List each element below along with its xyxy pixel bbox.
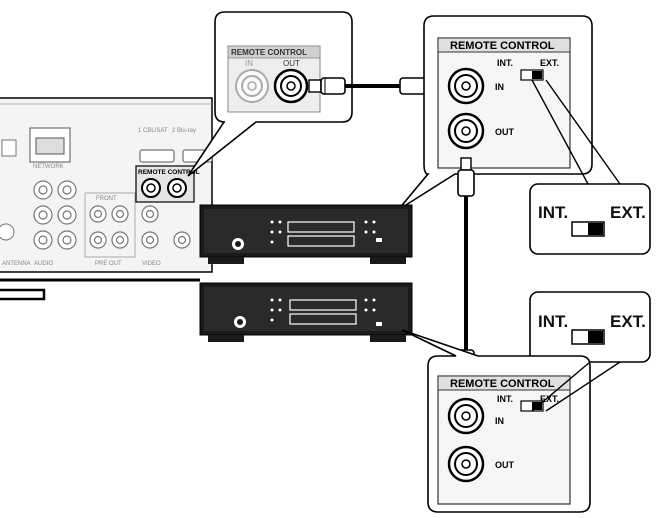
top-unit-out-jack[interactable] bbox=[447, 112, 485, 150]
top-unit-in-jack[interactable] bbox=[447, 67, 485, 105]
receiver-zoom-title: REMOTE CONTROL bbox=[231, 48, 307, 57]
receiver-zoom-in-label: IN bbox=[245, 59, 253, 68]
cable-receiver-to-top-unit bbox=[308, 77, 443, 95]
top-unit-in-label: IN bbox=[495, 82, 504, 92]
network-label: NETWORK bbox=[33, 164, 64, 170]
hdmi-label-2: 2 Blu-ray bbox=[172, 128, 196, 134]
bottom-switch-ext-label: EXT. bbox=[610, 312, 646, 331]
bottom-switch-int-label: INT. bbox=[538, 312, 568, 331]
bottom-unit-out-label: OUT bbox=[495, 460, 515, 470]
bottom-unit-zoom-title: REMOTE CONTROL bbox=[450, 378, 555, 390]
top-unit-int-label: INT. bbox=[497, 58, 513, 68]
receiver-remote-label: REMOTE CONTROL bbox=[138, 169, 200, 176]
receiver-zoom-callout: REMOTE CONTROL IN OUT bbox=[187, 11, 353, 177]
top-switch-int-label: INT. bbox=[538, 203, 568, 222]
bottom-switch-toggle[interactable] bbox=[571, 329, 605, 345]
top-switch-ext-label: EXT. bbox=[610, 203, 646, 222]
antenna-label: ANTENNA bbox=[2, 261, 31, 267]
top-unit-out-label: OUT bbox=[495, 127, 515, 137]
receiver-zoom-out-label: OUT bbox=[283, 59, 300, 68]
bottom-unit-ext-label: EXT. bbox=[540, 394, 559, 404]
bottom-unit-switch[interactable] bbox=[520, 400, 544, 412]
receiver-zoom-out-jack[interactable] bbox=[273, 68, 309, 104]
bottom-unit-out-jack[interactable] bbox=[447, 445, 485, 483]
top-switch-zoom-callout: INT. EXT. bbox=[529, 79, 651, 255]
video-label: VIDEO bbox=[142, 261, 161, 267]
bottom-unit-zoom-callout: REMOTE CONTROL INT. EXT. IN OUT bbox=[401, 329, 621, 513]
receiver-rear-panel: NETWORK 1 CBL/SAT 2 Blu-ray FRONT PRE OU… bbox=[0, 97, 213, 301]
top-unit-zoom-callout: REMOTE CONTROL INT. EXT. IN OUT bbox=[397, 15, 593, 211]
receiver-zoom-in-jack[interactable] bbox=[235, 69, 269, 103]
top-unit-switch[interactable] bbox=[520, 69, 544, 81]
component-unit-1 bbox=[199, 204, 413, 264]
hdmi-label-1: 1 CBL/SAT bbox=[138, 128, 168, 134]
pre-out-label: PRE OUT bbox=[95, 261, 122, 267]
component-unit-2 bbox=[199, 282, 413, 342]
bottom-switch-zoom-callout: INT. EXT. bbox=[529, 291, 651, 363]
top-switch-toggle[interactable] bbox=[571, 221, 605, 237]
bottom-unit-int-label: INT. bbox=[497, 394, 513, 404]
top-unit-zoom-title: REMOTE CONTROL bbox=[450, 40, 555, 52]
bottom-unit-in-label: IN bbox=[495, 416, 504, 426]
audio-label: AUDIO bbox=[34, 261, 53, 267]
top-unit-ext-label: EXT. bbox=[540, 58, 559, 68]
front-label: FRONT bbox=[96, 196, 117, 202]
bottom-unit-in-jack[interactable] bbox=[447, 397, 485, 435]
